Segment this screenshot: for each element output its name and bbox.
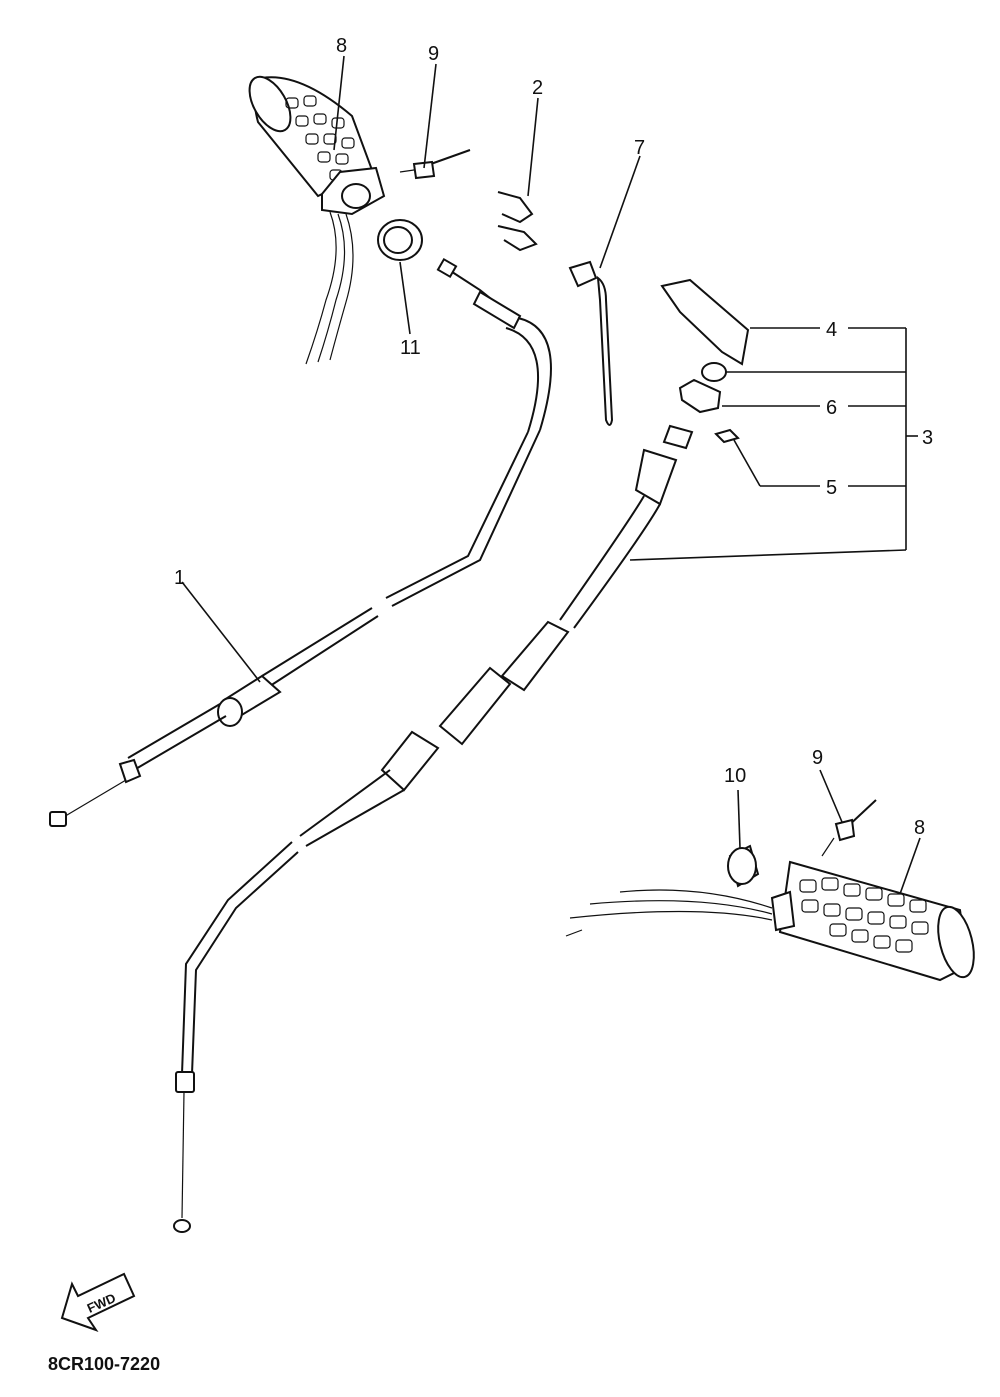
callout-1: 1	[174, 567, 185, 589]
part-9-screw-right	[821, 799, 877, 857]
part-7-band	[568, 260, 614, 426]
callout-5: 5	[826, 477, 837, 499]
forward-arrow-icon: FWD	[60, 1272, 136, 1332]
part-9-screw-left	[399, 149, 471, 180]
leader-lines	[181, 55, 921, 895]
right-grip	[565, 860, 975, 982]
callout-10: 10	[724, 765, 746, 787]
callout-8-left: 8	[336, 35, 347, 57]
part-11-collar	[377, 219, 423, 261]
callout-8-right: 8	[914, 817, 925, 839]
cable-1	[49, 257, 552, 827]
callout-3: 3	[922, 427, 933, 449]
callout-7: 7	[634, 137, 645, 159]
diagram-code: 8CR100-7220	[48, 1354, 160, 1374]
part-2-clip	[497, 191, 538, 252]
callout-6: 6	[826, 397, 837, 419]
left-grip	[248, 75, 386, 365]
callout-11: 11	[400, 337, 421, 359]
callout-9-left: 9	[428, 43, 439, 65]
callout-4: 4	[826, 319, 837, 341]
part-10-collar	[727, 844, 760, 888]
callout-9-right: 9	[812, 747, 823, 769]
callout-2: 2	[532, 77, 543, 99]
throttle-small-parts	[660, 278, 750, 444]
cable-3	[173, 424, 694, 1233]
